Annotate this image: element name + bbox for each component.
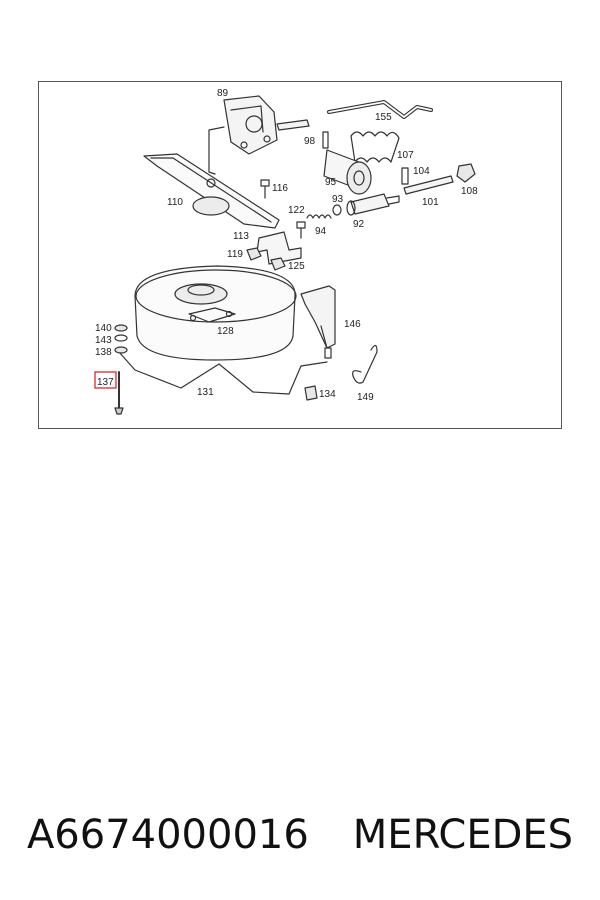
callout-label-128: 128 (217, 326, 234, 337)
spring-part-94 (306, 214, 332, 219)
callout-label-131: 131 (197, 387, 214, 398)
callout-label-137: 137 (97, 377, 114, 388)
highlight-box-137 (94, 371, 117, 389)
brand-name: MERCEDES (352, 812, 574, 858)
callout-label-116: 116 (272, 183, 288, 194)
parts-diagram: 89 155 98 107 104 95 108 116 93 101 110 122 94 92 113 1… (38, 81, 562, 429)
callout-label-101: 101 (422, 197, 439, 208)
mounting-bracket-part (300, 285, 336, 359)
pin-part (322, 131, 329, 149)
retaining-strap-part (352, 344, 378, 384)
spring-part (350, 131, 400, 163)
screw-part (114, 371, 124, 415)
part-number: A6674000016 (26, 812, 309, 858)
callout-label-94: 94 (315, 226, 327, 237)
callout-label-140: 140 (95, 323, 112, 334)
callout-label-98: 98 (304, 136, 316, 147)
pin-part-104 (401, 167, 409, 185)
bolt-part-122 (296, 221, 306, 239)
callout-label-95: 95 (325, 177, 337, 188)
callout-label-146: 146 (344, 319, 361, 330)
bracket-bar-part (143, 153, 280, 229)
washer-part (332, 204, 342, 216)
callout-label-134: 134 (319, 389, 336, 400)
callout-label-143: 143 (95, 335, 112, 346)
bolt-part (260, 179, 270, 199)
part-caption: A6674000016 MERCEDES (0, 800, 600, 870)
bracket-part (256, 231, 302, 265)
shaft-part (403, 175, 454, 195)
callout-label-122: 122 (288, 205, 305, 216)
callout-label-125: 125 (288, 261, 305, 272)
nut-part-119 (246, 247, 262, 261)
callout-label-108: 108 (461, 186, 478, 197)
holding-cable-part (118, 351, 328, 395)
callout-label-107: 107 (397, 150, 414, 161)
nut-part (456, 163, 476, 183)
callout-label-89: 89 (217, 88, 229, 99)
drum-part (323, 149, 372, 195)
callout-label-155: 155 (375, 112, 392, 123)
callout-label-93: 93 (332, 194, 344, 205)
callout-label-104: 104 (413, 166, 430, 177)
cap-part (304, 385, 318, 401)
callout-label-92: 92 (353, 219, 365, 230)
callout-labels: 89 155 98 107 104 95 108 116 93 101 110 122 94 92 113 1… (95, 88, 478, 403)
callout-label-138: 138 (95, 347, 112, 358)
spindle-part (346, 193, 400, 216)
crank-handle-part (327, 100, 433, 119)
callout-label-119: 119 (227, 249, 243, 260)
exploded-view-drawing: 89 155 98 107 104 95 108 116 93 101 110 122 94 92 113 1… (94, 88, 478, 415)
spare-wheel-part (134, 265, 297, 361)
nut-part-125 (270, 257, 286, 271)
washer-stack-part (114, 324, 128, 354)
crank-housing-part (208, 95, 310, 175)
callout-label-149: 149 (357, 392, 374, 403)
callout-label-113: 113 (233, 231, 249, 242)
callout-label-110: 110 (167, 197, 183, 208)
